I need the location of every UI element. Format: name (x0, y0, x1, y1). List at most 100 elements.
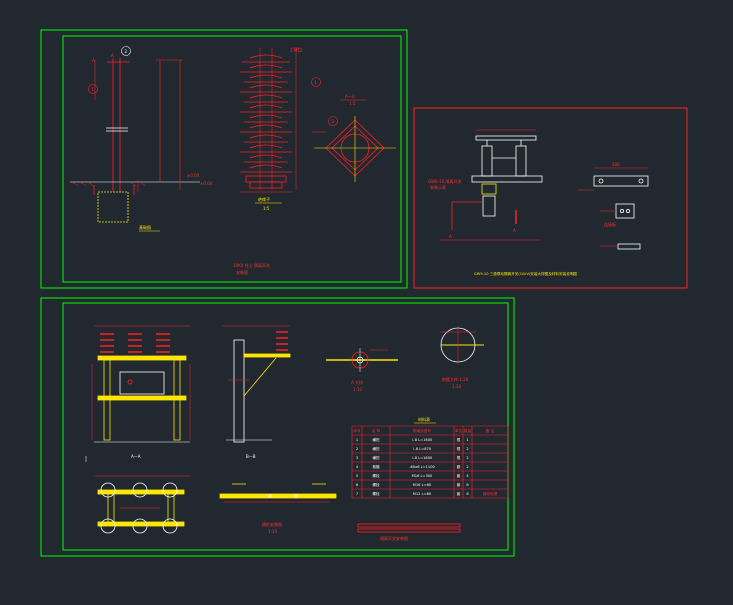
sheet-2: GW9-10 隔离开关 安装示意 A A 200 连接板 GW9-10 三极联动… (413, 107, 688, 289)
insulator-label: 绝缘子 (258, 196, 270, 202)
callout-1-text: 1 (92, 87, 95, 92)
table-cell: 横担 (372, 437, 380, 442)
section-mark-right: A (111, 53, 114, 58)
table-header-cell: 规格及型号 (413, 428, 431, 433)
table-cell: M12 L=60 (413, 492, 432, 496)
sheet-3-footer: 隔离开关安装图 (380, 535, 408, 541)
foundation-label: 基础图 (139, 224, 151, 230)
detail-b-scale: 1:10 (452, 384, 461, 389)
callout-circle-1b (311, 77, 321, 87)
section-aa-scale: 1:5 (349, 101, 356, 106)
section-aa-title: A—A (345, 94, 355, 99)
table-cell: ∟8 L=1600 (412, 438, 433, 442)
callout-circle-1 (88, 84, 98, 94)
sheet-2-note-2: 安装示意 (430, 184, 446, 190)
material-table: 材料表 序号 名 称 规格及型号 单位数量 备 注 1 横担 ∟8 L=1600 根 1 2 横担 ∟8… (351, 416, 509, 499)
crossarm-plan (219, 483, 337, 503)
table-cell: 螺栓 (372, 491, 380, 496)
plate-label: 连接板 (604, 221, 616, 227)
table-cell: 5 (356, 474, 358, 478)
table-cell: 2 (466, 456, 468, 460)
sheet-3-outer-frame (40, 297, 515, 557)
sheet-3: A—A B—B A 大样 1:10 抱箍大样 1 (40, 297, 515, 557)
sheet-2-caption: GW9-10 三极联动隔离开关(10kV)安装大样图及材料安装说明图 (474, 271, 577, 276)
insulator-scale: 1:5 (263, 206, 270, 211)
insulator-top-dim: 1-M12 (290, 48, 303, 53)
table-cell: 螺栓 (372, 482, 380, 487)
table-cell: 横担 (372, 446, 380, 451)
switch-elevation (440, 129, 543, 241)
connecting-plate-detail (578, 167, 649, 250)
callout-2-text: 2 (125, 49, 128, 54)
table-cell: 副 (457, 464, 461, 469)
table-cell: 4 (466, 474, 469, 478)
table-cell: ∟8 L=870 (413, 447, 432, 451)
table-header-cell: 序号 (353, 428, 361, 433)
view-aa-label: A—A (131, 454, 141, 459)
table-cell: M16 L=60 (413, 483, 432, 487)
insulator-elevation (240, 47, 300, 193)
table-cell: 根 (457, 455, 461, 460)
callout-3-text: 3 (332, 119, 335, 124)
sheet-2-label-a: A (449, 234, 452, 239)
table-cell: 4 (356, 465, 359, 469)
table-cell: ∟8 L=1600 (412, 456, 433, 460)
callout-circle-3 (328, 116, 338, 126)
side-view-bb (222, 325, 291, 443)
table-cell: M16 L=300 (412, 474, 433, 478)
material-table-title: 材料表 (418, 416, 430, 422)
material-table-grid: 序号 名 称 规格及型号 单位数量 备 注 1 横担 ∟8 L=1600 根 1 2 横担 ∟8 L=8… (351, 425, 509, 499)
table-cell: 螺栓 (372, 473, 380, 478)
table-cell: 2 (466, 447, 468, 451)
detail-a-label: A 大样 (351, 379, 363, 385)
table-cell: 1 (356, 438, 358, 442)
section-aa-view (312, 116, 396, 182)
sheet-2-label-b: A (513, 228, 516, 233)
table-header-cell: 备 注 (486, 428, 495, 433)
table-cell: 抱箍 (372, 464, 380, 469)
sheet-1: 2 1 A A ±0.00 ±0.00 基础图 1-M12 1 绝缘子 1:5 (40, 29, 408, 289)
callout-circle-2 (121, 46, 131, 56)
table-cell: 1 (466, 438, 468, 442)
sheet-1-title-line-1: 10KV 柱上 隔离开关 (233, 262, 270, 268)
sheet-1-title-line-2: 安装图 (236, 269, 248, 275)
table-header-cell: 单位 (455, 428, 463, 433)
table-cell: 3 (356, 456, 358, 460)
detail-b (440, 326, 484, 364)
footer-stamp-bar-1 (357, 523, 461, 528)
plate-dim-label: 200 (612, 162, 620, 167)
detail-b-label: 抱箍大样 1:20 (442, 376, 469, 382)
table-cell: -60x6 L=1100 (409, 465, 435, 469)
table-cell: 7 (356, 492, 358, 496)
footer-stamp-bar-2 (357, 528, 461, 533)
section-mark-left: A (92, 58, 95, 63)
table-cell: 套 (457, 482, 461, 487)
sheet-1-outer-frame (40, 29, 408, 289)
table-cell: 2 (356, 447, 358, 451)
table-cell: 横担 (372, 455, 380, 460)
ground-level-label: ±0.00 (200, 181, 213, 186)
sheet-1-inner-frame (62, 35, 402, 283)
plan-label: 横担安装图 (262, 521, 282, 527)
pole-elevation (70, 58, 200, 223)
detail-a-scale: 1:10 (353, 387, 362, 392)
sheet-2-frame (413, 107, 688, 289)
sheet-2-note-1: GW9-10 隔离开关 (428, 178, 461, 184)
front-view-aa (85, 325, 191, 462)
table-cell: 套 (457, 473, 461, 478)
table-cell: 根 (457, 437, 461, 442)
plan-view (94, 475, 190, 534)
table-cell: 套 (457, 491, 461, 496)
table-cell: 6 (356, 483, 359, 487)
table-header-cell: 名 称 (372, 428, 381, 433)
detail-a (326, 348, 398, 372)
callout-1b-text: 1 (315, 80, 318, 85)
table-cell: 6 (466, 492, 469, 496)
plan-scale: 1:10 (268, 529, 277, 534)
ground-elevation-label: ±0.00 (187, 173, 200, 178)
table-cell: 8 (466, 483, 469, 487)
table-header-cell: 数量 (464, 428, 472, 433)
table-cell: 镀锌处理 (483, 491, 498, 496)
table-cell: 2 (466, 465, 468, 469)
